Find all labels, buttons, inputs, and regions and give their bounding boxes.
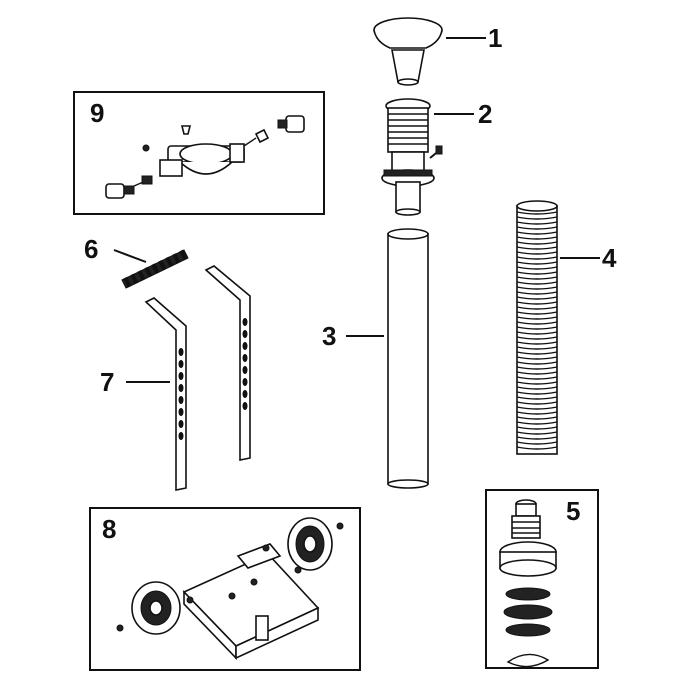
- callout-3: 3: [322, 321, 336, 351]
- callout-7: 7: [100, 367, 114, 397]
- wheel-left-icon: [131, 581, 181, 635]
- part-8-wheel-base: [116, 517, 344, 660]
- box-5: [485, 489, 599, 669]
- part-6-clip-strip: [121, 249, 189, 289]
- callout-9: 9: [90, 98, 104, 128]
- callout-5: 5: [566, 496, 580, 526]
- wheel-right-icon: [287, 517, 333, 571]
- part-1-cap: [373, 17, 443, 86]
- box-9: [73, 91, 325, 215]
- part-4-hose: [516, 200, 558, 455]
- callout-1: 1: [488, 23, 502, 53]
- part-9-clamp: [105, 115, 305, 199]
- box-8: [89, 507, 361, 671]
- callout-8: 8: [102, 514, 116, 544]
- part-3-tube: [387, 228, 429, 489]
- callout-2: 2: [478, 99, 492, 129]
- leader-line-6: [113, 249, 147, 263]
- callout-6: 6: [84, 234, 98, 264]
- part-7-rails: [144, 265, 251, 491]
- part-2-fitting: [381, 98, 443, 216]
- callout-4: 4: [602, 243, 617, 273]
- part-5-connectors: [499, 499, 557, 668]
